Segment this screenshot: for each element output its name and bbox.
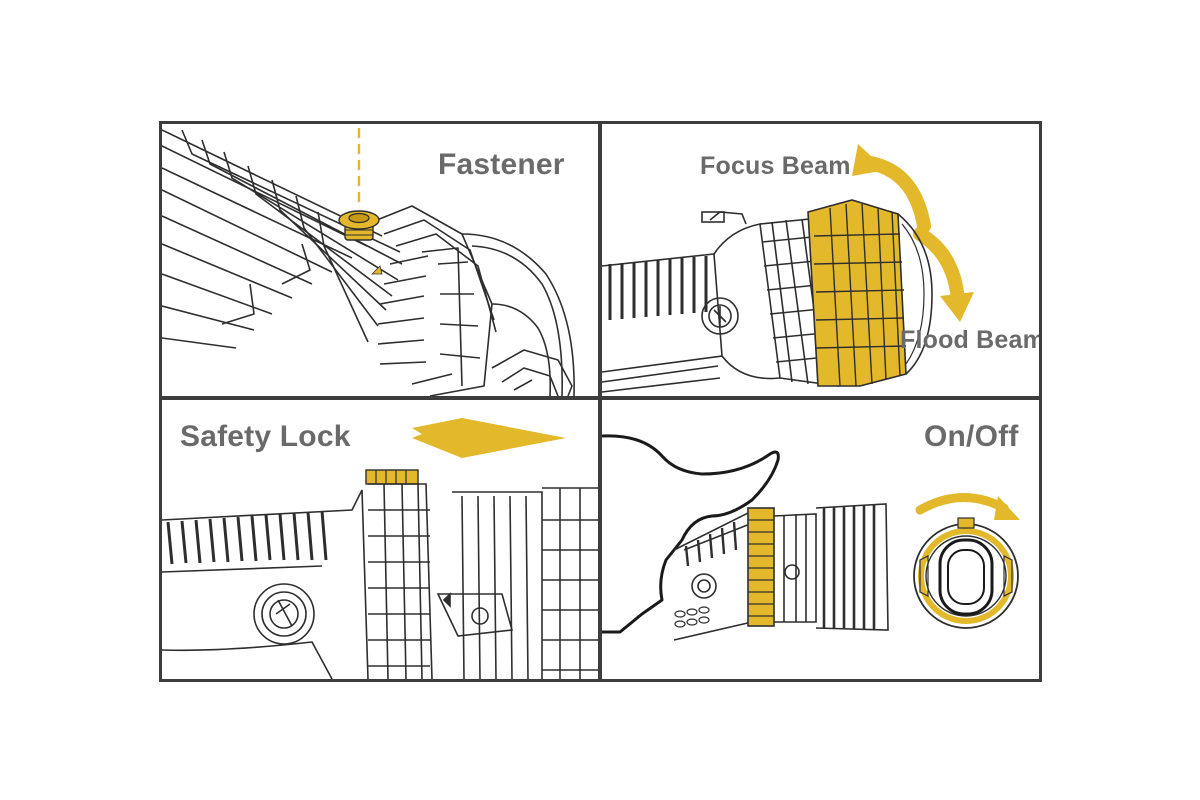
focus-beam-label: Focus Beam (700, 152, 851, 180)
on-off-illustration (602, 434, 1020, 641)
flood-beam-arrow-icon (913, 227, 974, 322)
safety-lock-slider (365, 469, 419, 485)
safety-switch-icon (253, 583, 315, 645)
beam-bezel (807, 199, 907, 387)
rotate-arrow-icon (915, 493, 1020, 520)
flood-beam-label: Flood Beam (900, 326, 1039, 354)
fastener-label: Fastener (438, 148, 565, 181)
instruction-grid: Fastener (159, 121, 1042, 682)
vertical-divider (598, 124, 602, 679)
head-front-view (913, 517, 1019, 629)
fastener-screw (338, 210, 380, 241)
beam-illustration (602, 144, 974, 393)
fastener-illustration (162, 128, 575, 396)
panel-on-off: On/Off (602, 400, 1039, 679)
hand-outline (602, 434, 780, 634)
panel-fastener: Fastener (162, 124, 598, 396)
safety-lock-label: Safety Lock (180, 420, 351, 453)
power-ring (747, 507, 775, 627)
focus-beam-arrow-icon (852, 144, 931, 233)
panel-beam: Focus Beam Flood Beam (602, 124, 1039, 396)
safety-lock-arrow-icon (412, 418, 566, 458)
on-off-label: On/Off (924, 420, 1019, 453)
safety-lock-illustration (162, 418, 598, 679)
horizontal-divider (162, 396, 1039, 400)
panel-safety-lock: Safety Lock (162, 400, 598, 679)
